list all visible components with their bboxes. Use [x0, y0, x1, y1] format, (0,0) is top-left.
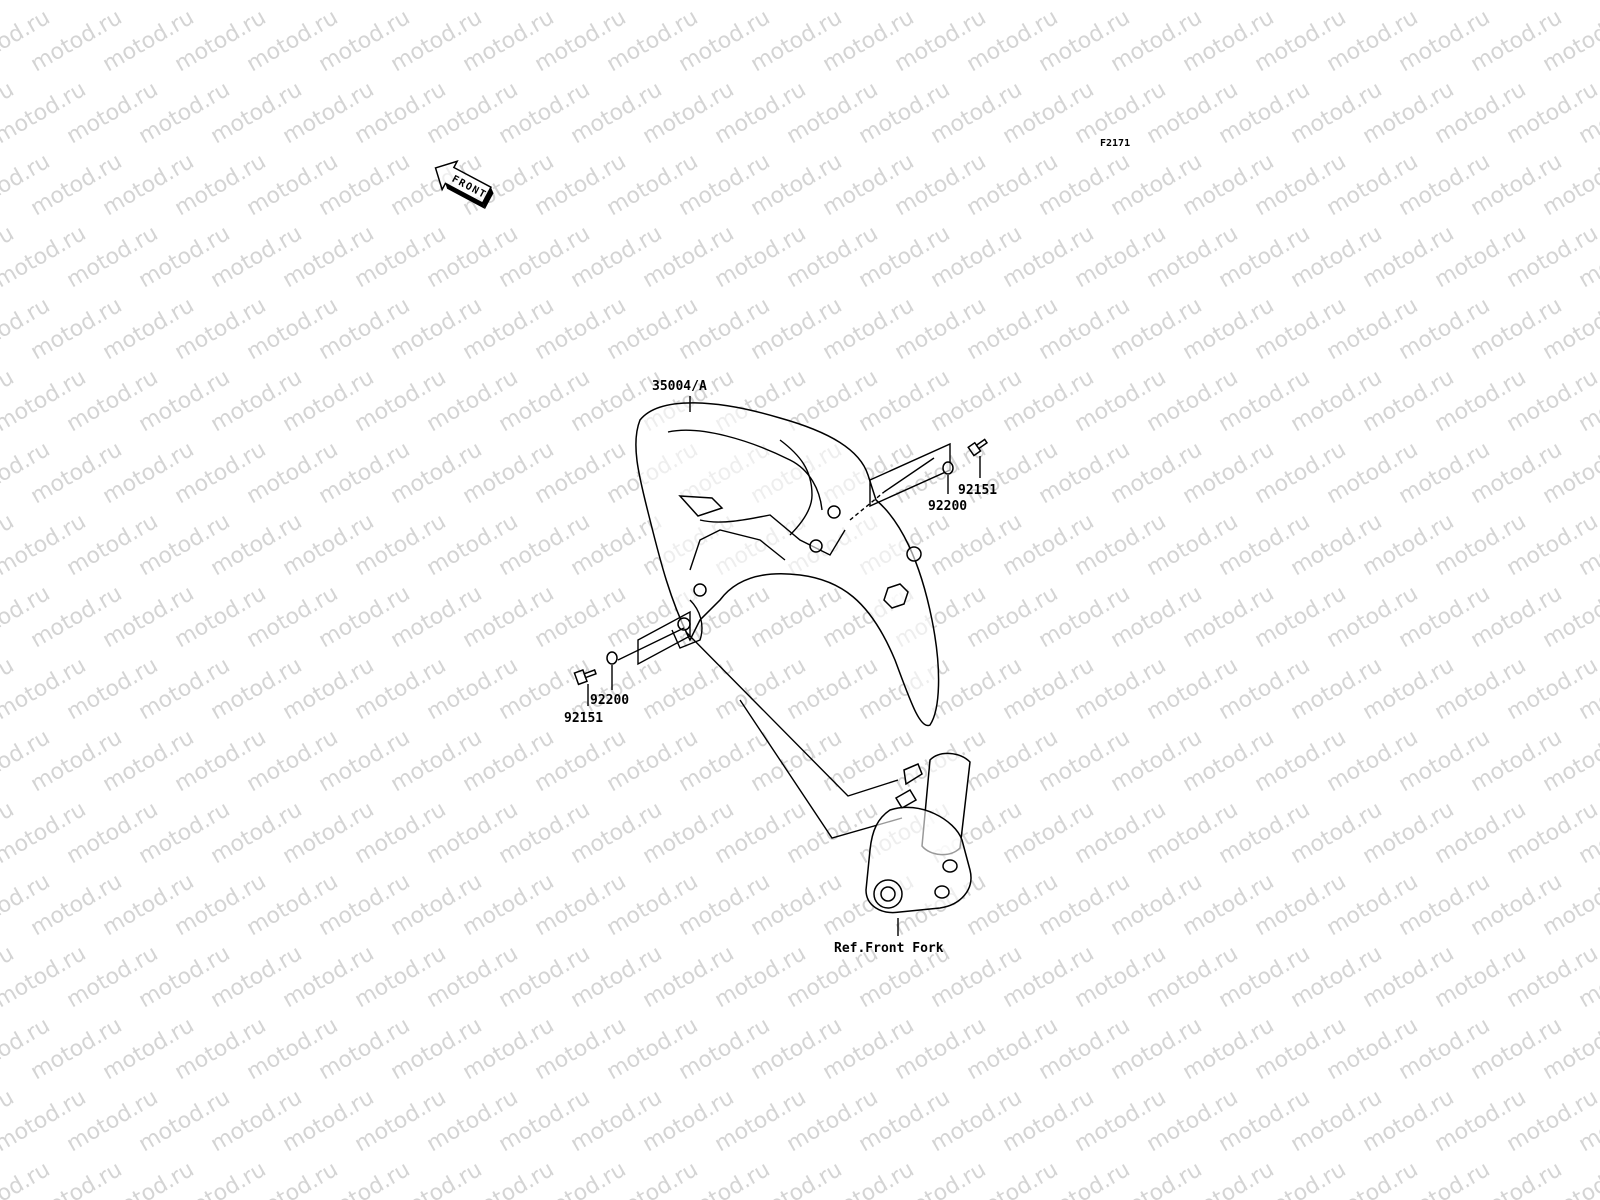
fork-caliper-mount-upper	[942, 859, 958, 873]
bolt-left-number: 92151	[564, 711, 603, 726]
bolt-left-shank	[583, 669, 597, 679]
fender-vent	[678, 495, 724, 517]
front-arrow-depth-bottom	[445, 183, 486, 209]
watermark-text: motod.ru	[0, 1157, 54, 1200]
washer-left-number: 92200	[590, 693, 629, 708]
washer-right	[942, 461, 954, 475]
fender-part-number: 35004/A	[652, 379, 707, 394]
fork-axle-hole-inner	[880, 886, 896, 902]
fork-caliper-mount-lower	[934, 885, 950, 899]
fender-top-shell	[635, 402, 940, 727]
washer-left	[606, 651, 618, 665]
figure-code: F2171	[1100, 138, 1130, 149]
front-arrow-depth	[482, 187, 494, 209]
mount-hole-right-lower	[809, 539, 823, 553]
bolt-right	[967, 438, 989, 457]
watermark-text: motod.ru	[1575, 0, 1600, 5]
right-install-line-upper	[883, 457, 935, 493]
fender-spine	[667, 429, 823, 511]
washer-right-number: 92200	[928, 499, 967, 514]
left-install-line	[617, 627, 685, 661]
bolt-right-number: 92151	[958, 483, 997, 498]
fork-reference-label: Ref.Front Fork	[834, 941, 944, 956]
fender-boss	[906, 546, 922, 562]
front-fork-lower: Ref.Front Fork	[834, 752, 972, 956]
right-install-line-guide	[849, 491, 885, 521]
mount-hole-right-upper	[827, 505, 841, 519]
left-fastener-group: 92200 92151	[564, 610, 691, 726]
fender-stay	[689, 514, 846, 571]
bolt-right-shank	[975, 438, 989, 450]
fender-spine-lower	[779, 439, 813, 536]
bolt-left	[573, 669, 597, 686]
right-fastener-group: 92200 92151	[849, 438, 997, 521]
fender-hex-mount	[883, 583, 909, 609]
fender-stay-lower	[671, 599, 703, 649]
fork-mount-bracket	[903, 763, 923, 786]
fork-mount-boss	[894, 788, 918, 810]
mount-hole-left-upper	[693, 583, 707, 597]
